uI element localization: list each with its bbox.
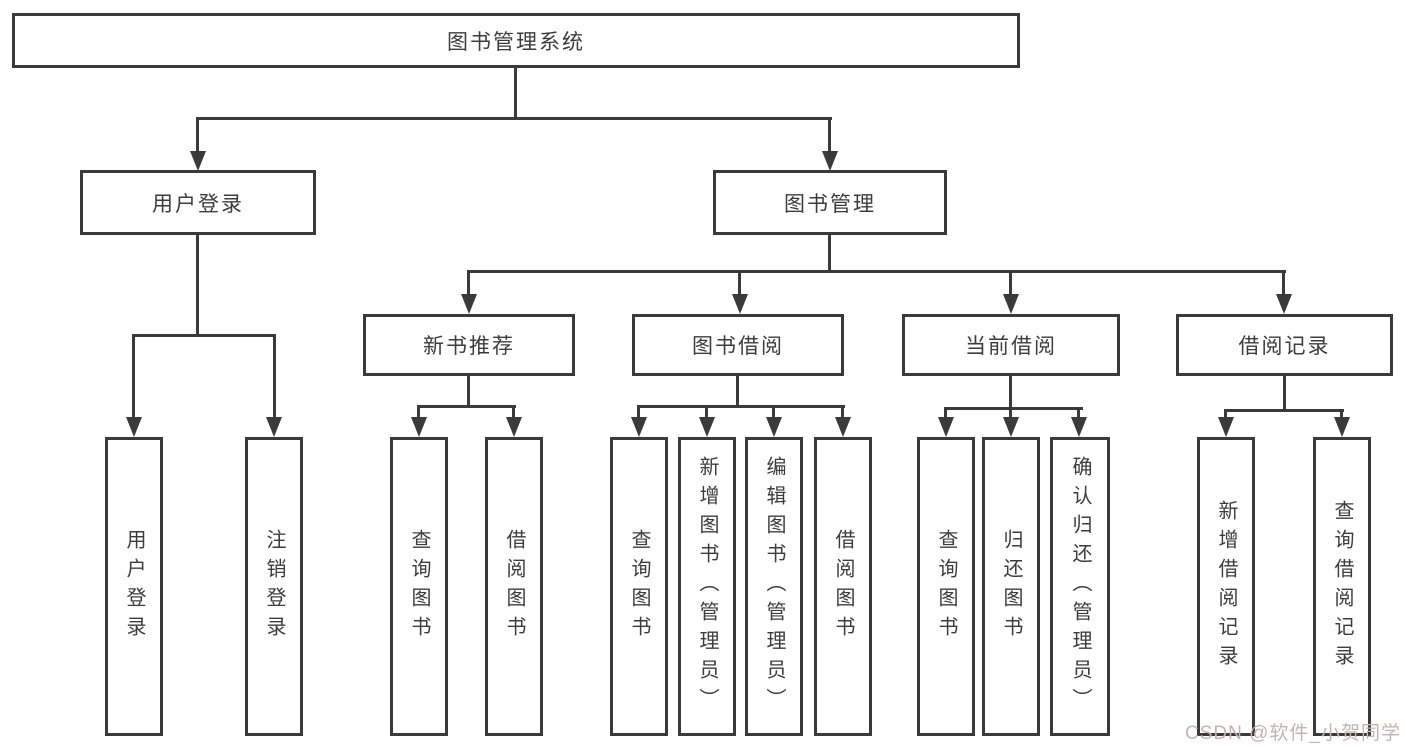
connector-line — [1224, 409, 1344, 412]
connector-line — [828, 117, 831, 153]
leaf-label: 用户登录 — [123, 528, 145, 645]
connector-line — [637, 405, 845, 408]
connector-line — [512, 405, 515, 421]
arrow-down-icon — [1334, 417, 1350, 437]
arrow-down-icon — [835, 417, 851, 437]
leaf-logout: 注销登录 — [245, 437, 303, 736]
arrow-down-icon — [699, 417, 715, 437]
arrow-down-icon — [1276, 294, 1292, 314]
arrow-down-icon — [461, 294, 477, 314]
leaf-label: 编辑图书（管理员） — [763, 456, 785, 717]
leaf-label: 查询图书 — [408, 528, 430, 645]
connector-line — [637, 405, 640, 421]
connector-line — [514, 66, 517, 120]
arrow-down-icon — [1003, 417, 1019, 437]
connector-line — [132, 334, 135, 419]
leaf-borrow-edit-admin: 编辑图书（管理员） — [745, 437, 803, 736]
leaf-label: 新增图书（管理员） — [696, 456, 718, 717]
arrow-down-icon — [411, 417, 427, 437]
arrow-down-icon — [126, 417, 142, 437]
connector-line — [705, 405, 708, 421]
arrow-down-icon — [766, 417, 782, 437]
node-root: 图书管理系统 — [12, 13, 1020, 68]
connector-line — [196, 233, 199, 337]
leaf-label: 注销登录 — [263, 528, 285, 645]
leaf-user-login: 用户登录 — [105, 437, 163, 736]
connector-line — [417, 405, 516, 408]
connector-line — [736, 374, 739, 408]
connector-line — [196, 117, 199, 153]
connector-line — [944, 407, 947, 421]
leaf-current-return: 归还图书 — [982, 437, 1040, 736]
connector-line — [132, 334, 276, 337]
leaf-label: 确认归还（管理员） — [1069, 456, 1091, 717]
leaf-newbooks-borrow: 借阅图书 — [485, 437, 543, 736]
arrow-down-icon — [1218, 417, 1234, 437]
connector-line — [467, 374, 470, 408]
arrow-down-icon — [506, 417, 522, 437]
leaf-current-query: 查询图书 — [917, 437, 975, 736]
leaf-newbooks-query: 查询图书 — [390, 437, 448, 736]
connector-line — [828, 233, 831, 273]
arrow-down-icon — [822, 151, 838, 171]
arrow-down-icon — [266, 417, 282, 437]
connector-line — [1009, 374, 1012, 410]
leaf-records-query: 查询借阅记录 — [1313, 437, 1371, 736]
node-new-book-recommend: 新书推荐 — [363, 314, 575, 376]
leaf-label: 查询图书 — [628, 528, 650, 645]
arrow-down-icon — [190, 151, 206, 171]
connector-line — [738, 270, 741, 296]
node-user-login: 用户登录 — [80, 170, 316, 235]
leaf-current-confirm-admin: 确认归还（管理员） — [1050, 437, 1110, 736]
leaf-label: 查询借阅记录 — [1331, 499, 1353, 674]
node-book-borrow: 图书借阅 — [632, 314, 844, 376]
connector-line — [1077, 407, 1080, 421]
leaf-label: 归还图书 — [1000, 528, 1022, 645]
connector-line — [1282, 270, 1285, 296]
connector-line — [841, 405, 844, 421]
connector-line — [1009, 407, 1012, 421]
leaf-borrow-borrow: 借阅图书 — [814, 437, 872, 736]
node-current-borrow: 当前借阅 — [902, 314, 1120, 376]
leaf-label: 借阅图书 — [832, 528, 854, 645]
connector-line — [467, 270, 1286, 273]
leaf-borrow-query: 查询图书 — [610, 437, 668, 736]
connector-line — [772, 405, 775, 421]
connector-line — [467, 270, 470, 296]
csdn-watermark: CSDN @软件_小贺同学 — [1185, 723, 1401, 744]
arrow-down-icon — [631, 417, 647, 437]
node-book-management: 图书管理 — [713, 170, 947, 235]
arrow-down-icon — [938, 417, 954, 437]
connector-line — [417, 405, 420, 421]
connector-line — [196, 117, 832, 120]
leaf-label: 新增借阅记录 — [1215, 499, 1237, 674]
connector-line — [1340, 409, 1343, 421]
node-borrow-records: 借阅记录 — [1176, 314, 1393, 376]
leaf-label: 查询图书 — [935, 528, 957, 645]
connector-line — [1009, 270, 1012, 296]
connector-line — [1283, 374, 1286, 412]
connector-line — [944, 407, 1083, 410]
arrow-down-icon — [1003, 294, 1019, 314]
leaf-label: 借阅图书 — [503, 528, 525, 645]
arrow-down-icon — [1071, 417, 1087, 437]
connector-line — [1224, 409, 1227, 421]
leaf-borrow-add-admin: 新增图书（管理员） — [678, 437, 736, 736]
connector-line — [273, 334, 276, 419]
arrow-down-icon — [732, 294, 748, 314]
leaf-records-add: 新增借阅记录 — [1197, 437, 1255, 736]
